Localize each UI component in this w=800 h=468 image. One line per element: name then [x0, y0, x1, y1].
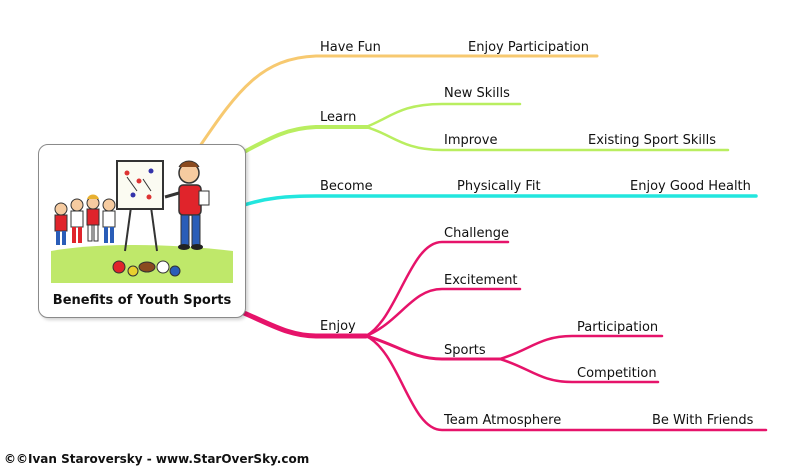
branch-become: Become Physically Fit Enjoy Good Health	[242, 179, 758, 207]
node-existing-sport-skills[interactable]: Existing Sport Skills	[588, 133, 716, 148]
branch-improve-line	[364, 125, 730, 152]
coach-figure	[164, 160, 210, 250]
copyright-footer: ©©Ivan Staroversky - www.StarOverSky.com	[4, 452, 310, 466]
node-competition[interactable]: Competition	[577, 366, 657, 381]
branch-enjoy: Enjoy Challenge Excitement Sports Partic…	[241, 226, 768, 432]
node-excitement[interactable]: Excitement	[444, 273, 518, 288]
branch-learn: Learn New Skills Improve Existing Sport …	[242, 86, 730, 154]
node-enjoy-good-health[interactable]: Enjoy Good Health	[630, 179, 751, 194]
node-challenge[interactable]: Challenge	[444, 226, 509, 241]
node-new-skills[interactable]: New Skills	[444, 86, 510, 101]
coach-and-kids-illustration	[51, 160, 233, 283]
branch-participation-line	[498, 334, 664, 361]
branch-learn-line	[242, 125, 370, 154]
branch-excitement-line	[364, 287, 522, 338]
node-team-atmosphere[interactable]: Team Atmosphere	[443, 413, 561, 428]
node-enjoy[interactable]: Enjoy	[320, 319, 356, 334]
branch-new-skills-line	[364, 102, 522, 129]
branch-challenge-line	[364, 240, 510, 338]
kids-group	[54, 194, 116, 245]
node-participation[interactable]: Participation	[577, 320, 658, 335]
whiteboard-icon	[116, 160, 164, 252]
branch-team-atmosphere-line	[364, 334, 768, 432]
node-be-with-friends[interactable]: Be With Friends	[652, 413, 754, 428]
node-become[interactable]: Become	[320, 179, 373, 194]
central-topic-title: Benefits of Youth Sports	[52, 293, 232, 308]
branch-sports-line	[364, 334, 502, 361]
node-learn[interactable]: Learn	[320, 110, 356, 125]
sports-balls-icon	[112, 260, 181, 277]
branch-become-line	[242, 194, 758, 207]
node-enjoy-participation[interactable]: Enjoy Participation	[468, 40, 589, 55]
node-physically-fit[interactable]: Physically Fit	[457, 179, 541, 194]
node-sports[interactable]: Sports	[444, 343, 486, 358]
branch-have-fun: Have Fun Enjoy Participation	[198, 40, 599, 148]
node-improve[interactable]: Improve	[444, 133, 497, 148]
branch-enjoy-line	[241, 310, 369, 339]
node-have-fun[interactable]: Have Fun	[320, 40, 381, 55]
branch-competition-line	[498, 357, 660, 384]
branch-have-fun-line	[198, 54, 599, 148]
central-topic[interactable]: Benefits of Youth Sports	[38, 144, 246, 318]
